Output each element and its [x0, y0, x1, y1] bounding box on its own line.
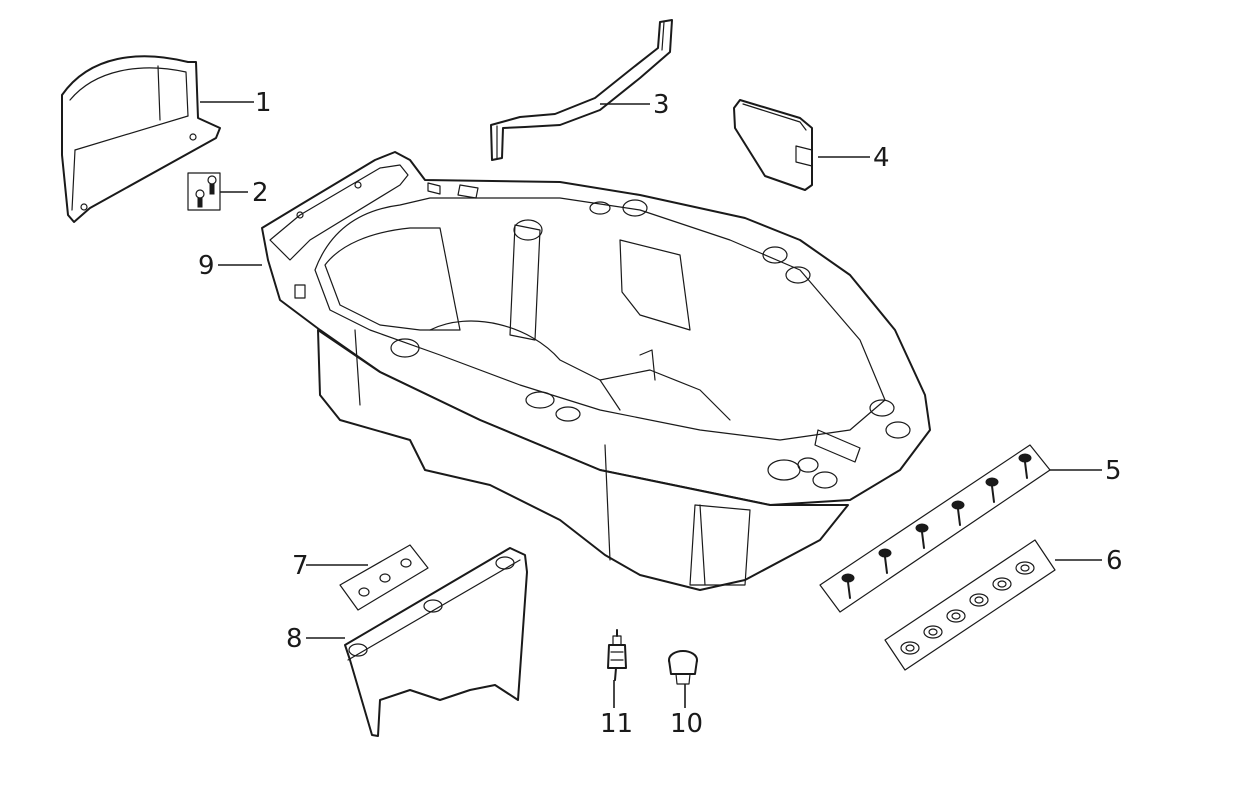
- callout-2: 2: [252, 178, 269, 208]
- callout-8: 8: [286, 624, 303, 654]
- part-10-rubber-plug[interactable]: [668, 650, 698, 685]
- callout-4: 4: [873, 143, 890, 173]
- callout-11: 11: [600, 709, 633, 739]
- part-6-washers[interactable]: [884, 539, 1056, 671]
- callout-3: 3: [653, 90, 670, 120]
- part-8-side-panel[interactable]: [344, 547, 528, 737]
- part-4-access-cover[interactable]: [733, 99, 813, 191]
- callout-5: 5: [1105, 456, 1122, 486]
- callout-6: 6: [1106, 546, 1123, 576]
- callout-1: 1: [255, 88, 272, 118]
- part-3-strap[interactable]: [490, 19, 673, 161]
- part-2-screws[interactable]: [187, 172, 221, 211]
- part-1-shield-panel[interactable]: [61, 55, 221, 223]
- callout-9: 9: [198, 251, 215, 281]
- callout-7: 7: [292, 551, 309, 581]
- leader-lines: [200, 101, 1102, 708]
- callout-10: 10: [670, 709, 703, 739]
- part-7-clips[interactable]: [339, 544, 429, 611]
- part-9-storage-box[interactable]: [261, 151, 931, 591]
- part-11-pin[interactable]: [607, 629, 627, 681]
